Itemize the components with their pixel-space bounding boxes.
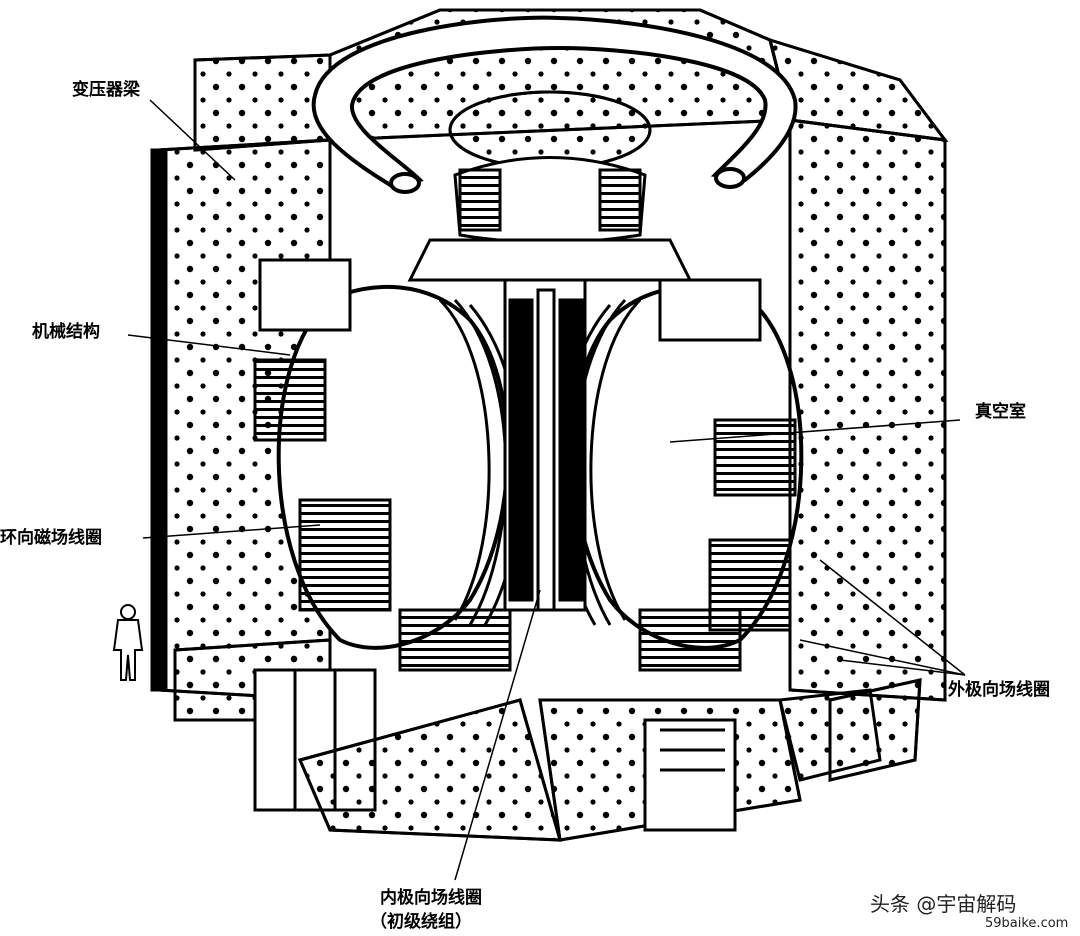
watermark-site: 59baike.com: [985, 916, 1069, 931]
label-vacuum-chamber: 真空室: [975, 402, 1026, 422]
upper-ring: [311, 15, 798, 194]
leader-lines: [127, 99, 966, 881]
base-structure: [173, 638, 882, 842]
label-inner-poloidal-field-coil: 内极向场线圈: [380, 888, 482, 908]
label-mechanical-structure: 机械结构: [32, 322, 100, 342]
watermark-handle: 头条 @宇宙解码: [870, 892, 1017, 916]
top-dome: [407, 90, 693, 282]
label-outer-poloidal-field-coil: 外极向场线圈: [948, 680, 1050, 700]
label-transformer-beam: 变压器梁: [72, 80, 140, 100]
toroidal-coils-left: [253, 258, 512, 672]
human-figure: [112, 604, 144, 681]
label-inner-poloidal-field-coil-sub: （初级绕组）: [370, 912, 472, 932]
outer-coils-right: [638, 278, 797, 672]
label-toroidal-field-coil: 环向磁场线圈: [0, 528, 102, 548]
central-solenoid: [503, 278, 587, 612]
